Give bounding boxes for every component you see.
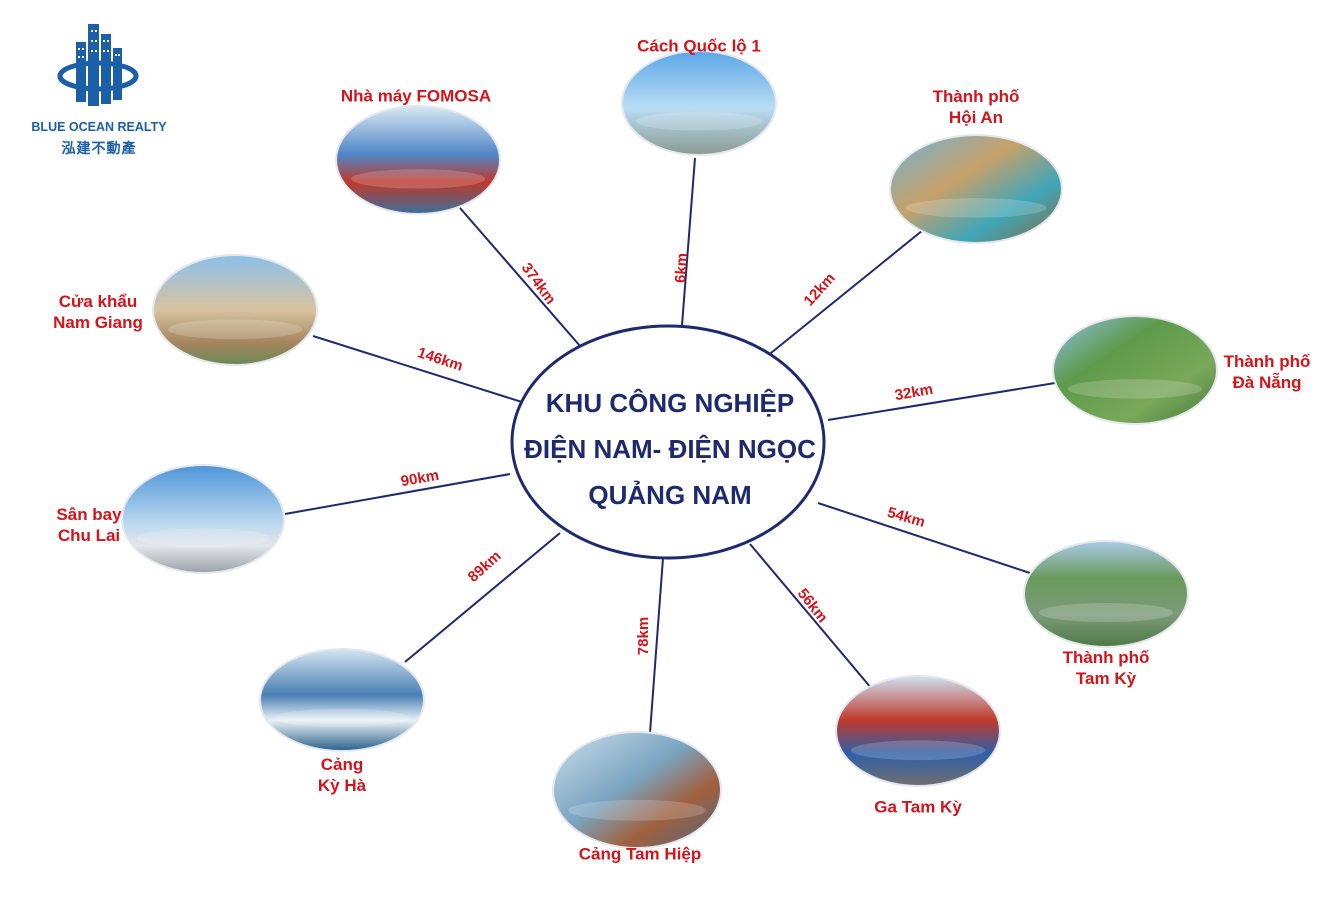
- node-label-line: Cách Quốc lộ 1: [637, 36, 761, 56]
- node-label-line: Nam Giang: [53, 313, 143, 332]
- connector-line-chu-lai: [284, 473, 511, 515]
- connector-line-tam-ky: [817, 502, 1031, 574]
- center-title-line2: ĐIỆN NAM- ĐIỆN NGỌC: [524, 434, 816, 464]
- fishing-boats-photo: [259, 648, 425, 752]
- node-label-line: Hội An: [948, 108, 1004, 127]
- node-label-line: Đà Nẵng: [1232, 373, 1302, 392]
- node-label-line: Kỳ Hà: [317, 776, 367, 795]
- node-label-line: Cảng Tam Hiệp: [578, 844, 702, 864]
- node-label-line: Nhà máy FOMOSA: [340, 86, 492, 106]
- border-gate-photo: [152, 254, 318, 366]
- brand-name: BLUE OCEAN REALTY: [31, 120, 167, 134]
- node-label-line: Cửa khẩu: [58, 292, 138, 311]
- node-label-line: Cảng: [320, 755, 364, 774]
- center-oval: [510, 324, 826, 560]
- highway-photo: [621, 50, 777, 156]
- connector-line-hoi-an: [765, 225, 929, 358]
- connector-line-ga-tam-ky: [749, 543, 878, 696]
- airport-terminal-photo: [121, 464, 285, 574]
- city-roundabout-aerial-photo: [1023, 540, 1189, 648]
- train-station-photo: [835, 675, 1001, 787]
- connector-line-quoc-lo-1: [680, 157, 696, 339]
- node-label-quoc-lo-1: Cách Quốc lộ 1: [637, 36, 761, 57]
- city-park-aerial-photo: [1052, 315, 1218, 425]
- node-label-da-nang: Thành phố Đà Nẵng: [1224, 351, 1311, 393]
- node-label-line: Thành phố: [1062, 648, 1150, 667]
- node-label-ga-tam-ky: Ga Tam Kỳ: [874, 797, 962, 818]
- center-title-line3: QUẢNG NAM: [588, 480, 752, 510]
- connector-line-nam-giang: [312, 335, 526, 404]
- center-title: KHU CÔNG NGHIỆP ĐIỆN NAM- ĐIỆN NGỌC QUẢN…: [520, 380, 820, 518]
- node-label-cang-tam-hiep: Cảng Tam Hiệp: [579, 844, 701, 865]
- node-label-line: Ga Tam Kỳ: [874, 797, 962, 817]
- container-port-photo: [552, 731, 722, 849]
- connector-line-fomosa: [459, 207, 588, 355]
- connector-line-cang-ky-ha: [404, 532, 561, 663]
- distance-label-quoc-lo-1: 6km: [671, 252, 692, 284]
- connector-line-cang-tam-hiep: [649, 557, 664, 734]
- building-globe-icon: [57, 24, 139, 106]
- node-label-line: Thành phố: [1223, 352, 1311, 371]
- node-label-line: Sân bay: [56, 505, 122, 524]
- connector-line-da-nang: [827, 382, 1056, 421]
- old-town-river-photo: [889, 134, 1063, 244]
- cargo-port-crane-photo: [335, 105, 501, 215]
- node-label-line: Tam Kỳ: [1075, 669, 1137, 688]
- node-label-line: Thành phố: [932, 87, 1020, 106]
- center-title-line1: KHU CÔNG NGHIỆP: [545, 388, 795, 418]
- distance-label-cang-tam-hiep: 78km: [635, 616, 652, 656]
- brand-subtitle: 泓建不動產: [61, 141, 137, 157]
- brand-logo: BLUE OCEAN REALTY 泓建不動產: [14, 14, 184, 164]
- node-label-cang-ky-ha: Cảng Kỳ Hà: [318, 754, 366, 796]
- node-label-line: Chu Lai: [57, 526, 121, 545]
- node-label-fomosa: Nhà máy FOMOSA: [341, 86, 491, 107]
